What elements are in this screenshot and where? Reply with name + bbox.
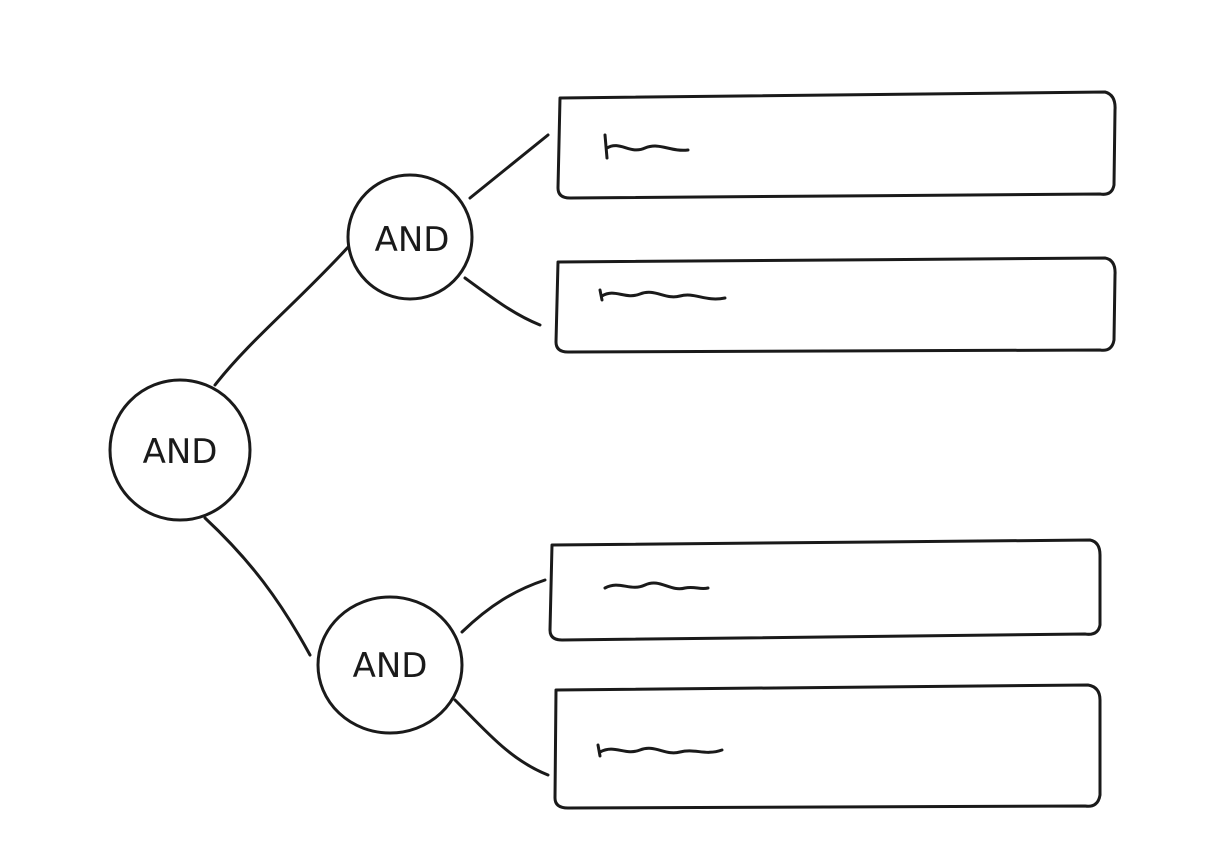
placeholder-squiggle [603,133,690,160]
condition-box-3[interactable] [548,538,1102,642]
placeholder-squiggle [596,743,724,758]
root-and-label: AND [143,432,218,472]
edge-root-to-top-and [213,243,352,387]
edge-bottom-and-to-box-4 [453,698,550,777]
edge-top-and-to-box-2 [463,276,542,327]
condition-box-4[interactable] [553,683,1102,810]
edge-top-and-to-box-1 [468,133,550,200]
placeholder-squiggle [598,288,727,302]
placeholder-squiggle [603,581,710,591]
edge-root-to-bottom-and [203,516,312,657]
top-and-label: AND [375,220,450,260]
condition-box-1[interactable] [556,90,1117,200]
top-and-node[interactable]: AND [346,173,474,301]
edge-bottom-and-to-box-3 [460,578,547,634]
root-and-node[interactable]: AND [108,378,252,522]
bottom-and-label: AND [353,646,428,686]
condition-box-2[interactable] [554,256,1117,354]
bottom-and-node[interactable]: AND [316,595,464,735]
